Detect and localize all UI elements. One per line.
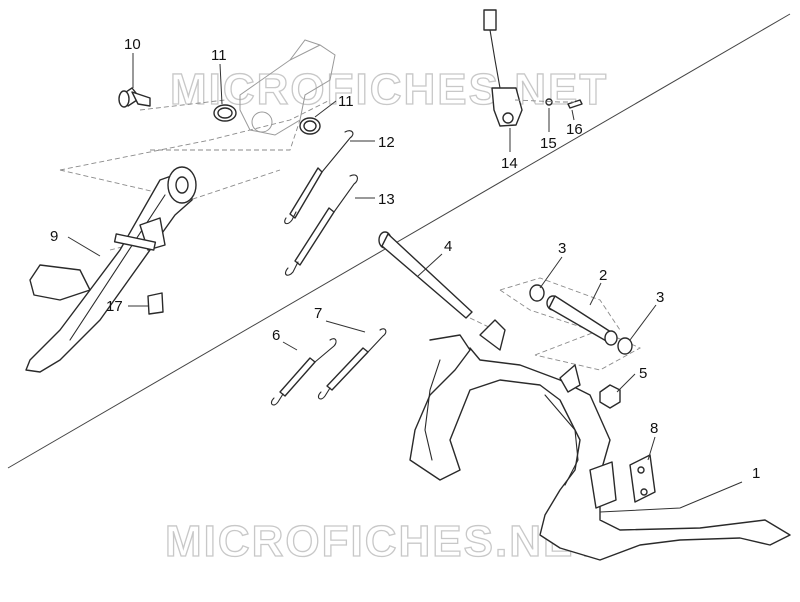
o-ring-inner-b — [303, 120, 317, 132]
callout-3: 3 — [656, 289, 664, 306]
callout-15: 15 — [540, 135, 557, 152]
callout-1: 1 — [752, 465, 760, 482]
watermark-bottom: MICROFICHES.NET — [165, 517, 603, 566]
section-divider-line — [7, 13, 791, 469]
callout-6: 6 — [272, 327, 280, 344]
screw-part-16 — [567, 99, 583, 109]
spring-part-13 — [284, 174, 359, 276]
side-stand-part-9 — [25, 166, 197, 373]
plate-part-17 — [147, 292, 164, 315]
washer-part-15 — [545, 98, 553, 106]
bracket-part-8 — [629, 454, 656, 503]
callout-4: 4 — [444, 238, 452, 255]
callout-8: 8 — [650, 420, 658, 437]
callout-2: 2 — [599, 267, 607, 284]
pin-part-4 — [378, 231, 473, 319]
nut-part-5 — [599, 384, 621, 409]
leader-lines — [67, 53, 743, 513]
callout-7: 7 — [314, 305, 322, 322]
callout-10: 10 — [124, 36, 141, 53]
bolt-part-10 — [118, 87, 151, 108]
spring-part-12 — [284, 130, 354, 225]
callout-3: 3 — [558, 240, 566, 257]
frame-bracket-ghost — [239, 39, 336, 136]
callout-16: 16 — [566, 121, 583, 138]
spring-part-6 — [270, 338, 337, 406]
sensor-switch-part-14 — [483, 9, 523, 127]
watermark-top: MICROFICHES.NET — [170, 65, 608, 114]
callout-9: 9 — [50, 228, 58, 245]
assembly-guides-center-stand — [469, 277, 642, 371]
callout-labels: 10 11 11 12 13 14 15 16 9 17 4 3 2 3 5 6… — [50, 36, 760, 482]
callout-14: 14 — [501, 155, 518, 172]
bushing-part-2 — [546, 295, 618, 346]
assembly-guides-side-stand — [59, 99, 331, 251]
callout-5: 5 — [639, 365, 647, 382]
center-stand-part-1 — [409, 319, 791, 561]
callout-11: 11 — [338, 93, 354, 110]
callout-12: 12 — [378, 134, 395, 151]
circlip-part-3-a — [529, 284, 545, 302]
callout-11: 11 — [211, 47, 227, 64]
spring-part-7 — [317, 328, 387, 400]
callout-17: 17 — [106, 298, 123, 315]
o-ring-inner-a — [217, 107, 233, 119]
circlip-part-3-b — [617, 337, 633, 355]
callout-13: 13 — [378, 191, 395, 208]
